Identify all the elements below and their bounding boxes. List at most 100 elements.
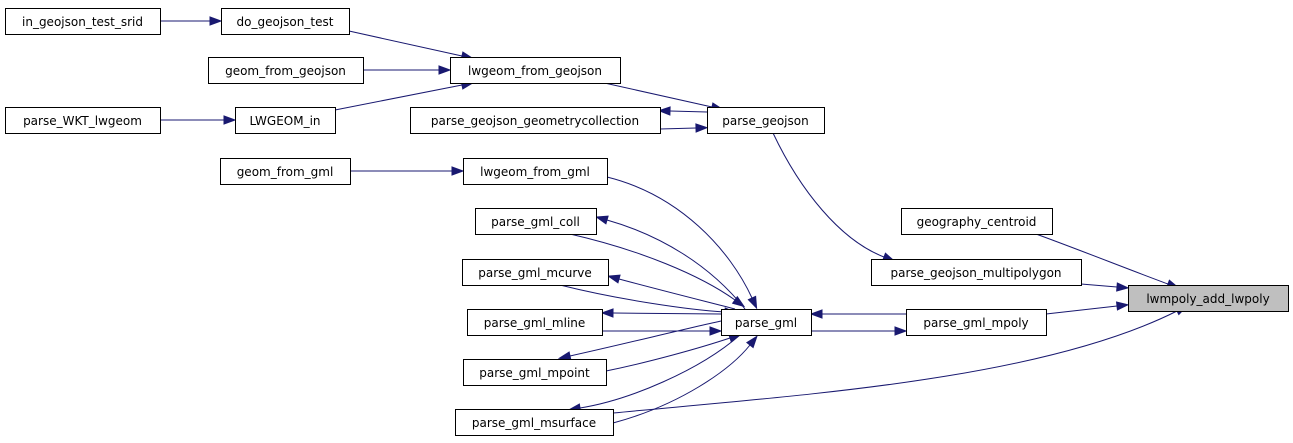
edge-parse-gml-mpoly-to-lwmpoly-add-lwpoly bbox=[1045, 301, 1130, 315]
edge-parse-gml-to-parse-gml-mcurve bbox=[606, 274, 736, 310]
node-do-geojson-test[interactable]: do_geojson_test bbox=[221, 8, 350, 35]
edge-line bbox=[1035, 233, 1169, 285]
edge-lwgeom-in-to-lwgeom-from-geojson bbox=[334, 80, 475, 111]
arrowhead-icon bbox=[1115, 301, 1130, 311]
edge-line bbox=[569, 320, 722, 357]
arrowhead-icon bbox=[809, 309, 823, 319]
arrowhead-icon bbox=[209, 16, 223, 26]
arrowhead-icon bbox=[695, 123, 709, 133]
node-parse-gml-coll[interactable]: parse_gml_coll bbox=[475, 208, 597, 235]
node-parse-gml[interactable]: parse_gml bbox=[721, 309, 812, 336]
edge-parse-gml-msurface-to-parse-gml bbox=[612, 335, 758, 424]
edge-geom-from-geojson-to-lwgeom-from-geojson bbox=[363, 65, 452, 75]
node-label: do_geojson_test bbox=[237, 15, 334, 29]
arrowhead-icon bbox=[1116, 282, 1130, 292]
edge-line bbox=[579, 334, 741, 409]
arrowhead-icon bbox=[595, 215, 609, 225]
edge-parse-gml-to-parse-gml-mline bbox=[600, 308, 722, 318]
edge-parse-gml-mpoly-to-parse-gml bbox=[809, 309, 906, 319]
edge-line bbox=[605, 337, 731, 372]
arrowhead-icon bbox=[438, 65, 452, 75]
node-parse-geojson[interactable]: parse_geojson bbox=[707, 107, 825, 134]
node-label: parse_geojson bbox=[722, 114, 808, 128]
edge-lwgeom-from-gml-to-parse-gml bbox=[606, 176, 758, 310]
node-label: geom_from_gml bbox=[237, 165, 334, 179]
edge-line bbox=[569, 233, 736, 301]
arrowhead-icon bbox=[657, 106, 671, 116]
node-parse-gml-msurface[interactable]: parse_gml_msurface bbox=[455, 409, 614, 436]
arrowhead-icon bbox=[451, 166, 465, 176]
edge-geom-from-gml-to-lwgeom-from-gml bbox=[350, 166, 465, 176]
arrowhead-icon bbox=[557, 351, 572, 361]
arrowhead-icon bbox=[709, 326, 723, 336]
nodes-layer: in_geojson_test_srid do_geojson_test geo… bbox=[5, 8, 1289, 436]
edge-line bbox=[669, 110, 708, 113]
node-parse-geojson-multipolygon[interactable]: parse_geojson_multipolygon bbox=[871, 259, 1082, 286]
edge-parse-geojson-to-parse-geojson-geometrycollection bbox=[657, 106, 708, 116]
edge-parse-gml-mpoint-to-parse-gml bbox=[605, 333, 742, 372]
node-label: parse_gml_msurface bbox=[472, 416, 596, 430]
node-in-geojson-test-srid[interactable]: in_geojson_test_srid bbox=[5, 8, 161, 35]
node-parse-gml-mpoint[interactable]: parse_gml_mpoint bbox=[463, 359, 607, 386]
edge-line bbox=[606, 176, 753, 299]
node-geom-from-geojson[interactable]: geom_from_geojson bbox=[208, 57, 364, 84]
edge-line bbox=[599, 81, 713, 108]
node-parse-gml-mpoly[interactable]: parse_gml_mpoly bbox=[906, 309, 1047, 336]
edge-parse-geojson-to-parse-geojson-multipolygon bbox=[772, 132, 896, 262]
edge-line bbox=[659, 127, 697, 130]
arrowhead-icon bbox=[606, 274, 621, 284]
arrowhead-icon bbox=[731, 295, 746, 308]
node-label: parse_WKT_lwgeom bbox=[23, 114, 142, 128]
node-label: parse_geojson_multipolygon bbox=[890, 266, 1061, 280]
edge-line bbox=[1080, 283, 1118, 288]
edge-line bbox=[772, 132, 885, 258]
edge-line bbox=[348, 30, 463, 57]
node-parse-wkt-lwgeom[interactable]: parse_WKT_lwgeom bbox=[5, 107, 161, 134]
edge-lwgeom-from-geojson-to-parse-geojson bbox=[599, 81, 725, 112]
node-label: geom_from_geojson bbox=[225, 64, 346, 78]
node-lwgeom-from-gml[interactable]: lwgeom_from_gml bbox=[463, 158, 608, 185]
node-label: lwmpoly_add_lwpoly bbox=[1146, 292, 1269, 306]
node-label: in_geojson_test_srid bbox=[22, 15, 143, 29]
arrowhead-icon bbox=[894, 326, 908, 336]
edge-parse-gml-to-parse-gml-coll bbox=[595, 215, 746, 310]
edge-parse-wkt-lwgeom-to-lwgeom-in bbox=[160, 115, 237, 125]
arrowhead-icon bbox=[747, 295, 758, 310]
edge-parse-geojson-geometrycollection-to-parse-geojson bbox=[659, 123, 709, 133]
node-lwmpoly-add-lwpoly-focus[interactable]: lwmpoly_add_lwpoly bbox=[1128, 285, 1289, 312]
edge-line bbox=[334, 84, 463, 111]
node-label: parse_gml_mpoly bbox=[923, 316, 1028, 330]
node-label: lwgeom_from_geojson bbox=[468, 64, 602, 78]
node-lwgeom-in[interactable]: LWGEOM_in bbox=[235, 107, 336, 134]
node-lwgeom-from-geojson[interactable]: lwgeom_from_geojson bbox=[450, 57, 621, 84]
edge-parse-gml-msurface-to-lwmpoly-add-lwpoly bbox=[612, 305, 1189, 414]
edge-line bbox=[612, 344, 751, 424]
arrowhead-icon bbox=[746, 335, 758, 349]
edge-in-geojson-test-srid-to-do-geojson-test bbox=[160, 16, 223, 26]
arrowhead-icon bbox=[600, 308, 614, 318]
arrowhead-icon bbox=[223, 115, 237, 125]
edge-parse-gml-mline-to-parse-gml bbox=[602, 326, 723, 336]
node-parse-gml-mcurve[interactable]: parse_gml_mcurve bbox=[462, 259, 609, 286]
node-label: geography_centroid bbox=[917, 215, 1037, 229]
edge-line bbox=[606, 219, 746, 310]
node-parse-geojson-geometrycollection[interactable]: parse_geojson_geometrycollection bbox=[410, 107, 661, 134]
edge-parse-gml-coll-to-parse-gml bbox=[569, 233, 746, 308]
edge-parse-gml-to-parse-gml-mpoly bbox=[811, 326, 908, 336]
edge-line bbox=[1045, 305, 1118, 315]
node-label: parse_gml_mcurve bbox=[478, 266, 592, 280]
edge-line bbox=[618, 278, 736, 310]
node-geom-from-gml[interactable]: geom_from_gml bbox=[220, 158, 351, 185]
edge-line bbox=[612, 312, 722, 315]
node-label: parse_gml_mline bbox=[484, 316, 586, 330]
node-label: LWGEOM_in bbox=[249, 114, 320, 128]
node-label: lwgeom_from_gml bbox=[480, 165, 590, 179]
node-geography-centroid[interactable]: geography_centroid bbox=[901, 208, 1053, 235]
edge-do-geojson-test-to-lwgeom-from-geojson bbox=[348, 30, 475, 61]
node-label: parse_gml_mpoint bbox=[479, 366, 590, 380]
node-label: parse_geojson_geometrycollection bbox=[431, 114, 639, 128]
edge-line bbox=[612, 310, 1178, 414]
edge-line bbox=[559, 284, 726, 313]
node-parse-gml-mline[interactable]: parse_gml_mline bbox=[467, 309, 603, 336]
